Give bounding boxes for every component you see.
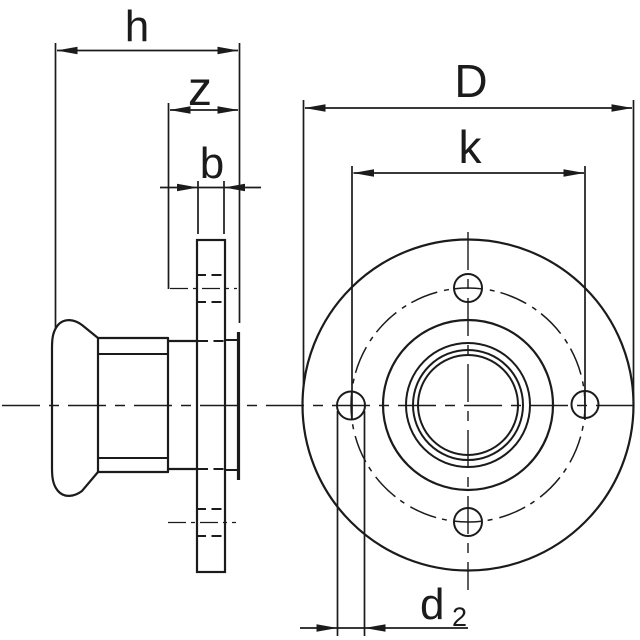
k-arrow-right xyxy=(563,169,585,177)
dimension-z: z xyxy=(167,63,239,289)
D-arrow-right xyxy=(611,104,633,112)
h-arrow-left xyxy=(56,46,78,55)
d2-base: d xyxy=(420,580,444,629)
b-arrow-right xyxy=(224,183,245,192)
dimension-b: b xyxy=(160,139,261,234)
dimension-D: D xyxy=(302,55,635,404)
side-view xyxy=(50,238,241,574)
d2-arrow-right xyxy=(364,624,386,632)
D-arrow-left xyxy=(304,104,326,112)
dimension-label-d2: d 2 xyxy=(420,580,467,632)
dimension-label-b: b xyxy=(200,139,224,188)
press-bead-outline xyxy=(50,319,100,497)
flange-plate xyxy=(195,238,227,574)
z-arrow-right xyxy=(217,106,239,114)
d2-subscript: 2 xyxy=(452,602,467,632)
d2-arrow-left xyxy=(316,624,338,632)
dimension-label-z: z xyxy=(188,63,212,116)
dimension-k: k xyxy=(351,121,586,420)
h-arrow-right xyxy=(217,46,239,55)
dimension-label-h: h xyxy=(125,2,149,51)
dimension-h: h xyxy=(54,2,241,328)
k-arrow-left xyxy=(353,169,374,177)
z-arrow-left xyxy=(169,106,191,114)
dimension-label-D: D xyxy=(454,55,487,107)
dimension-label-k: k xyxy=(459,121,483,173)
dimension-d2: d 2 xyxy=(300,411,468,636)
b-arrow-left xyxy=(177,183,198,192)
bolt-hole-left xyxy=(336,390,366,421)
